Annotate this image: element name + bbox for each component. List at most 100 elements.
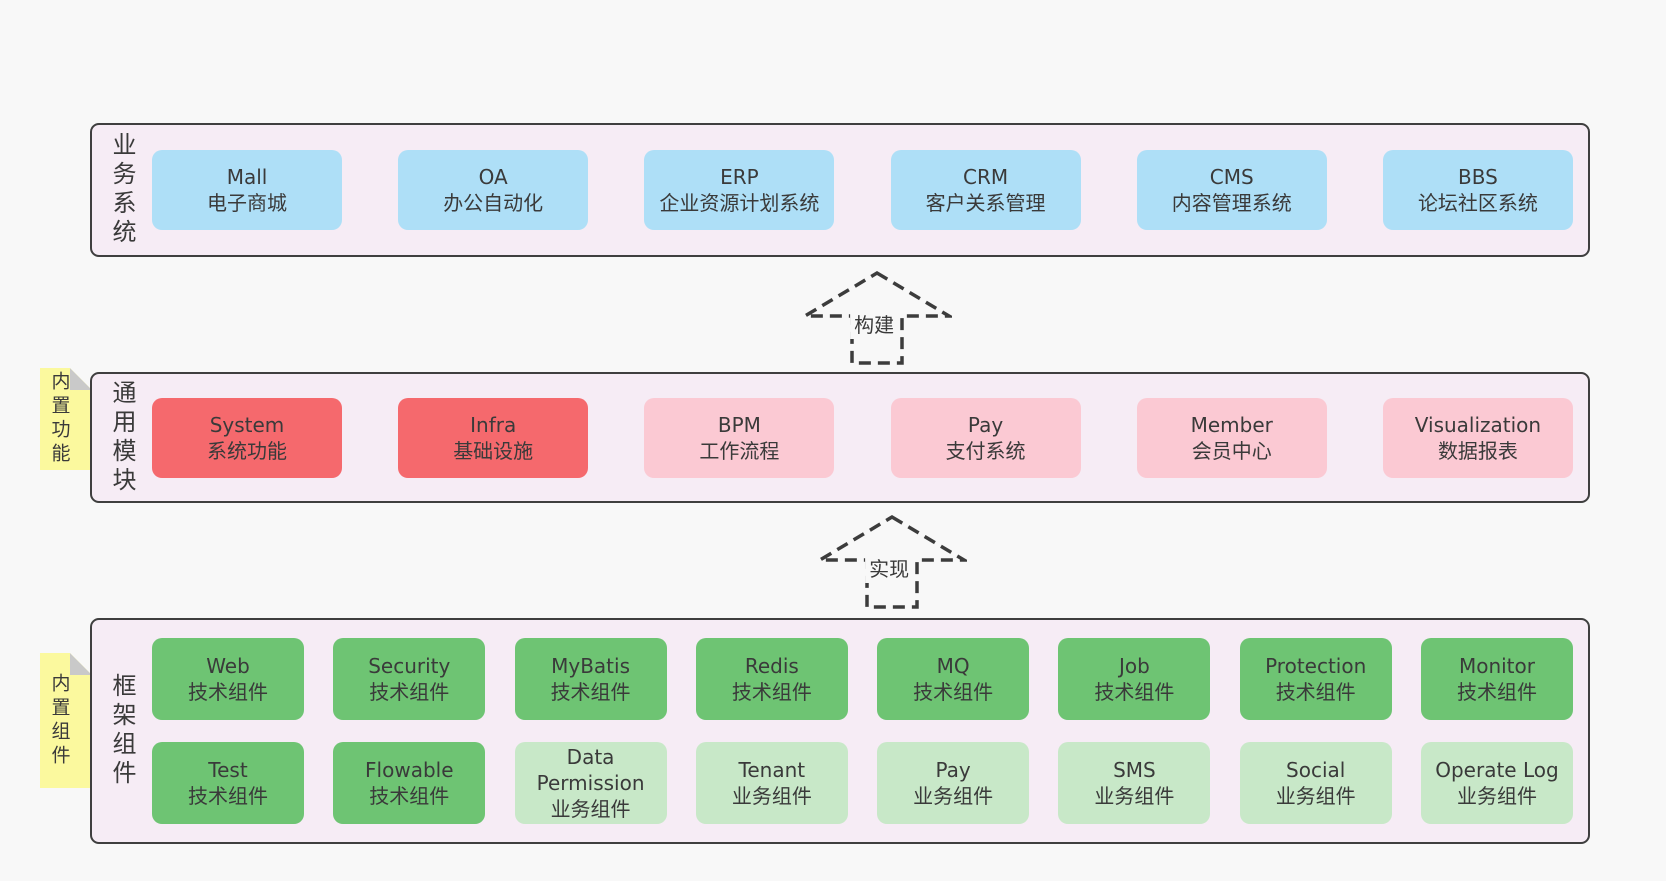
box-subtitle: 论坛社区系统 [1417,191,1538,215]
box-title: CRM [963,165,1009,189]
box-title: SMS [1113,758,1156,782]
band-title: 通用模块 [108,379,136,496]
box-subtitle: 业务组件 [1456,784,1537,808]
box-subtitle: 业务组件 [550,797,631,821]
box-subtitle: 数据报表 [1437,438,1518,463]
build-arrow: 构建 [802,270,952,366]
box-title: Tenant [738,758,806,782]
box-title: CMS [1209,165,1254,189]
box-title: Redis [744,654,799,678]
box-title: BBS [1458,165,1498,189]
box-subtitle: 技术组件 [1275,680,1356,704]
box-title: BPM [717,412,761,437]
box-subtitle: 内容管理系统 [1171,191,1292,215]
implement-arrow-label: 实现 [865,552,914,583]
box-title: Test [208,758,248,782]
box-subtitle: 系统功能 [207,438,287,463]
sticky-note-built-in-features: 内置功能 [40,368,92,470]
sticky-note-label: 内置组件 [48,672,71,769]
box-title: OA [478,165,508,189]
box-subtitle: 业务组件 [731,784,812,808]
box-title: System [209,412,285,437]
implement-arrow: 实现 [817,514,967,610]
box-subtitle: 业务组件 [913,784,994,808]
box-title: Social [1286,758,1346,782]
band-title: 业务系统 [108,132,136,248]
box-subtitle: 支付系统 [945,438,1026,463]
box-title: Pay [935,758,971,782]
box-subtitle: 电子商城 [207,191,287,215]
box-title: MyBatis [551,654,630,678]
sticky-note-built-in-components: 内置组件 [40,653,92,788]
box-subtitle: 技术组件 [188,680,268,704]
box-title: Security [368,654,451,678]
up-arrow-icon [817,514,967,609]
box-title: MQ [936,654,970,678]
box-title: Data Permission [536,745,645,795]
box-title: Protection [1265,654,1367,678]
box-subtitle: 技术组件 [369,680,450,704]
box-subtitle: 技术组件 [913,680,994,704]
up-arrow-icon [802,270,952,365]
box-subtitle: 技术组件 [1456,680,1537,704]
box-subtitle: 技术组件 [550,680,631,704]
box-title: Pay [967,412,1004,437]
box-subtitle: 会员中心 [1191,438,1272,463]
box-subtitle: 技术组件 [369,784,450,808]
box-title: Mall [226,165,268,189]
sticky-note-label: 内置功能 [48,371,71,467]
box-title: Web [206,654,250,678]
box-title: Infra [470,412,517,437]
box-title: Operate Log [1435,758,1559,782]
box-subtitle: 业务组件 [1094,784,1175,808]
box-title: Monitor [1458,654,1535,678]
build-arrow-label: 构建 [850,308,899,339]
box-title: Visualization [1414,412,1542,437]
box-subtitle: 客户关系管理 [925,191,1046,215]
box-subtitle: 办公自动化 [443,191,544,215]
box-title: Flowable [365,758,454,782]
band-title: 框架组件 [108,673,136,789]
box-subtitle: 技术组件 [731,680,812,704]
box-title: Member [1190,412,1273,437]
box-title: ERP [720,165,759,189]
box-title: Job [1118,654,1150,678]
box-subtitle: 工作流程 [699,438,780,463]
box-subtitle: 基础设施 [453,438,534,463]
